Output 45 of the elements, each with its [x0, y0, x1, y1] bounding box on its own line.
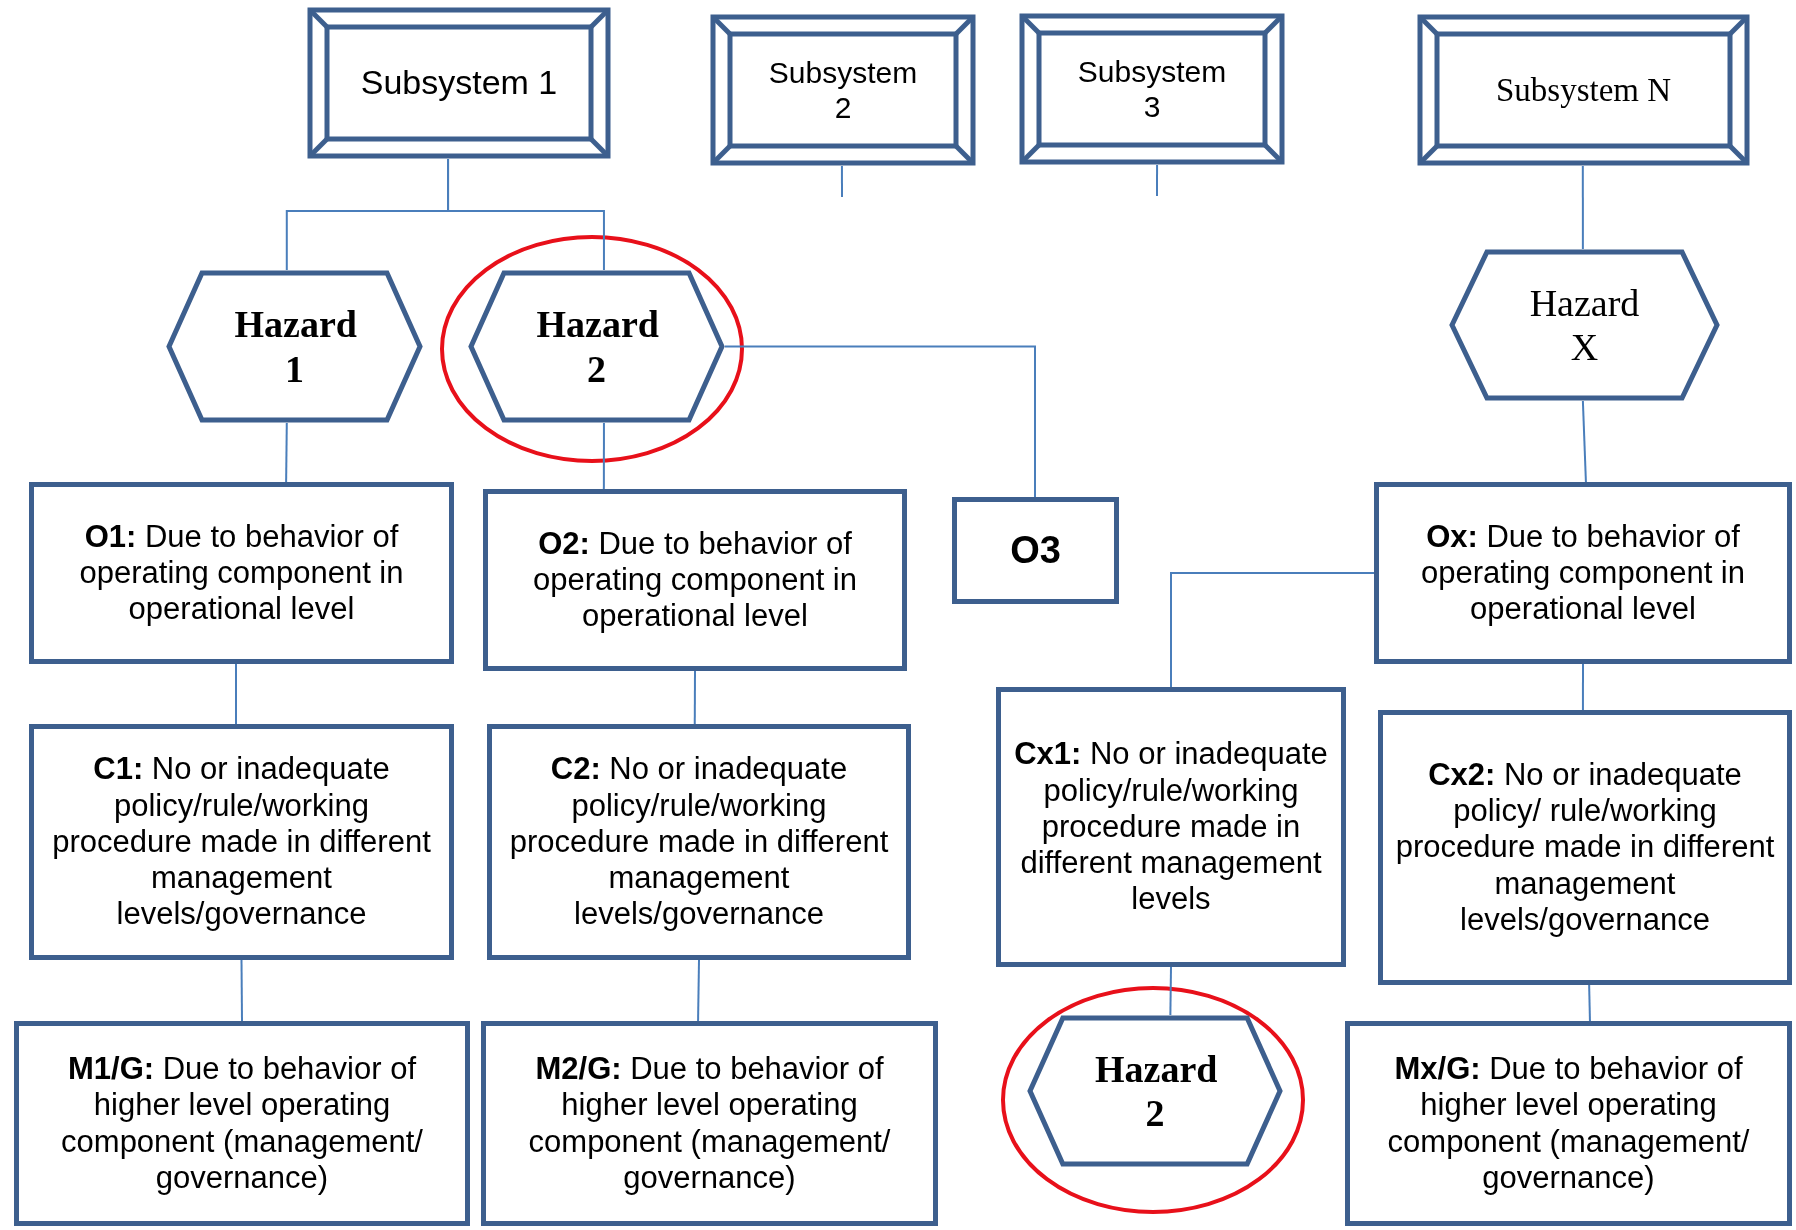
connector-line [1588, 984, 1591, 1022]
hazard-label: Hazard X [1528, 280, 1641, 370]
hazard-label: Hazard 2 [1095, 1046, 1215, 1136]
box-text: O2: Due to behavior of operating component in operational level [532, 525, 858, 635]
text-box [1345, 1021, 1792, 1226]
connector-line [840, 165, 843, 198]
box-text: C1: No or inadequate policy/rule/working procedure made in different management levels/governance [51, 751, 432, 933]
box-text: Mx/G: Due to behavior of higher level operating component (management/ governance) [1386, 1050, 1751, 1197]
connector-line [235, 663, 237, 725]
text-box [996, 687, 1346, 967]
text-box [1378, 710, 1792, 985]
connector-line [285, 422, 288, 483]
connector-line [1581, 663, 1584, 711]
subsystem-label: Subsystem 2 [768, 54, 918, 126]
box-text: C2: No or inadequate policy/rule/working procedure made in different management levels/governance [508, 751, 890, 933]
hazard-label: Hazard 2 [536, 302, 657, 391]
box-text: O1: Due to behavior of operating component in operational level [78, 518, 405, 628]
box-text: Ox: Due to behavior of operating component in operational level [1420, 518, 1746, 628]
connector-line [447, 158, 605, 271]
connector-line [1581, 400, 1587, 483]
box-text: O3 [1010, 528, 1061, 573]
connector-line [1156, 164, 1159, 197]
connector-line [724, 345, 1036, 498]
connector-line [697, 959, 700, 1022]
subsystem-label: Subsystem 3 [1077, 53, 1227, 125]
text-box [481, 1021, 938, 1226]
connector-line [693, 670, 696, 725]
text-box [952, 497, 1119, 604]
text-box [487, 724, 911, 960]
text-box [1374, 482, 1792, 664]
box-text: M2/G: Due to behavior of higher level operating component (management/ governance) [527, 1050, 892, 1197]
connector-line [1169, 966, 1172, 1016]
connector-line [1170, 572, 1375, 688]
text-box [29, 482, 454, 664]
text-box [483, 489, 907, 671]
connector-line [1581, 165, 1584, 250]
connector-line [240, 959, 243, 1022]
subsystem-label: Subsystem 1 [360, 63, 558, 103]
text-box [29, 724, 454, 960]
box-text: Cx2: No or inadequate policy/ rule/working procedure made in different management levels/governance [1394, 756, 1776, 939]
box-text: Cx1: No or inadequate policy/rule/working procedure made in different management levels [1013, 736, 1329, 918]
subsystem-label: Subsystem N [1495, 70, 1672, 110]
hazard-label: Hazard 1 [234, 302, 355, 391]
box-text: M1/G: Due to behavior of higher level operating component (management/ governance) [60, 1050, 424, 1197]
text-box [14, 1021, 470, 1226]
